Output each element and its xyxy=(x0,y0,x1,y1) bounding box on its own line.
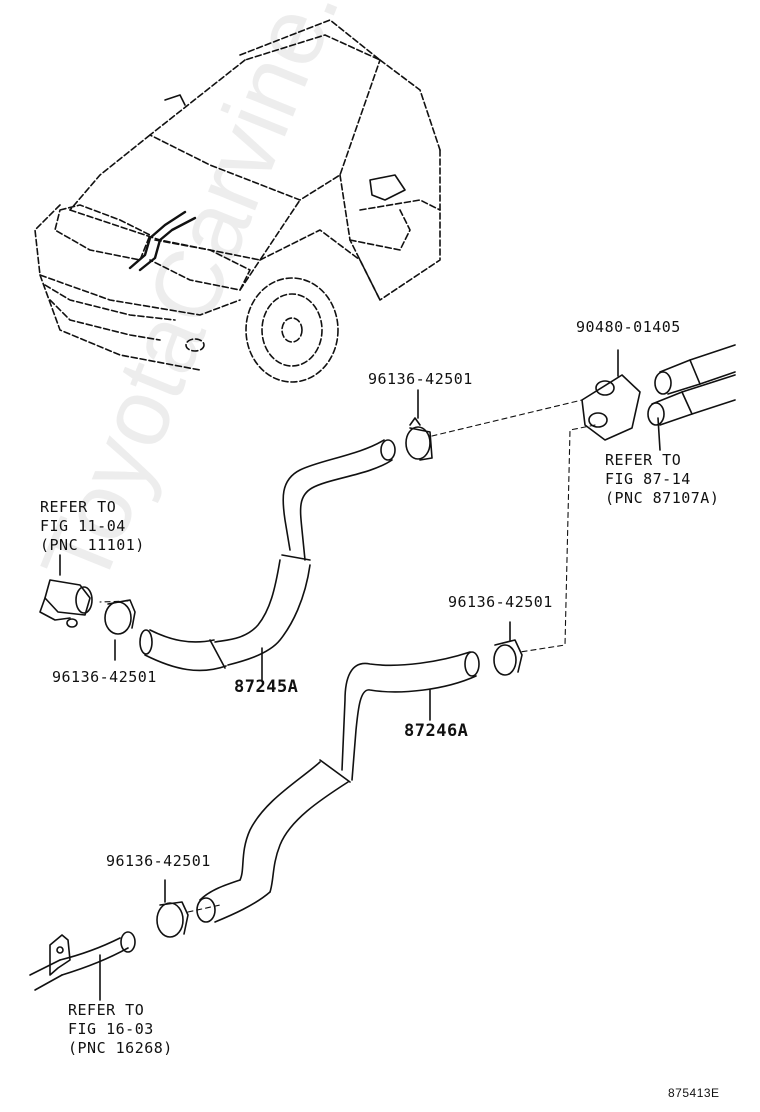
hose-87245a xyxy=(139,439,396,681)
water-pipe-bottom xyxy=(29,931,136,1001)
label-refer-bottom-line3: (PNC 16268) xyxy=(68,1039,173,1057)
seal-plate xyxy=(581,349,641,441)
clamp-left xyxy=(104,599,136,661)
label-refer-top-right-line3: (PNC 87107A) xyxy=(605,489,720,507)
car-illustration xyxy=(34,19,441,371)
label-clamp-mid-right: 96136-42501 xyxy=(448,593,553,611)
label-refer-left-line3: (PNC 11101) xyxy=(40,536,145,554)
clamp-mid-right xyxy=(493,621,523,676)
label-refer-left-line1: REFER TO xyxy=(40,498,117,516)
label-seal-part-number: 90480-01405 xyxy=(576,318,681,336)
clamp-top xyxy=(405,389,433,461)
hose-87246a xyxy=(196,651,480,923)
label-hose-87245a: 87245A xyxy=(234,677,299,697)
label-refer-top-right-line2: FIG 87-14 xyxy=(605,470,691,488)
label-refer-bottom-line2: FIG 16-03 xyxy=(68,1020,154,1038)
car-mirror xyxy=(164,94,406,201)
car-hose-location xyxy=(128,210,197,272)
label-clamp-bottom: 96136-42501 xyxy=(106,852,211,870)
label-refer-left-line2: FIG 11-04 xyxy=(40,517,126,535)
clamp-bottom xyxy=(156,879,189,938)
heater-core-pipes xyxy=(647,344,736,451)
label-clamp-top: 96136-42501 xyxy=(368,370,473,388)
label-refer-bottom-line1: REFER TO xyxy=(68,1001,145,1019)
illustration-id: 875413E xyxy=(668,1086,720,1100)
label-clamp-left: 96136-42501 xyxy=(52,668,157,686)
car-wheel xyxy=(185,277,339,383)
engine-fitting-left xyxy=(39,554,93,628)
label-refer-top-right-line1: REFER TO xyxy=(605,451,682,469)
label-hose-87246a: 87246A xyxy=(404,721,469,741)
